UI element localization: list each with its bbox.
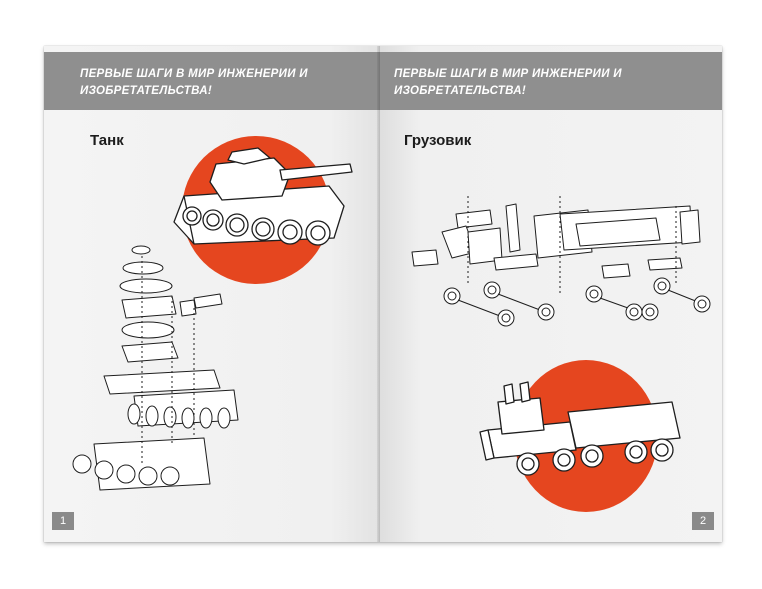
left-header-text: ПЕРВЫЕ ШАГИ В МИР ИНЖЕНЕРИИ И ИЗОБРЕТАТЕ… — [80, 68, 308, 97]
right-page: ПЕРВЫЕ ШАГИ В МИР ИНЖЕНЕРИИ И ИЗОБРЕТАТЕ… — [380, 46, 722, 542]
right-header-text: ПЕРВЫЕ ШАГИ В МИР ИНЖЕНЕРИИ И ИЗОБРЕТАТЕ… — [394, 68, 622, 97]
tank-illustration — [72, 136, 353, 491]
truck-title: Грузовик — [404, 132, 472, 149]
exploded-tank — [72, 245, 239, 491]
right-header-banner: ПЕРВЫЕ ШАГИ В МИР ИНЖЕНЕРИИ И ИЗОБРЕТАТЕ… — [380, 52, 722, 110]
assembled-tank — [173, 147, 353, 246]
tank-title: Танк — [90, 132, 124, 149]
left-header-banner: ПЕРВЫЕ ШАГИ В МИР ИНЖЕНЕРИИ И ИЗОБРЕТАТЕ… — [44, 52, 380, 110]
open-booklet: ПЕРВЫЕ ШАГИ В МИР ИНЖЕНЕРИИ И ИЗОБРЕТАТЕ… — [44, 46, 722, 542]
page-number-2: 2 — [692, 512, 714, 530]
assembled-truck — [479, 381, 681, 476]
left-page: ПЕРВЫЕ ШАГИ В МИР ИНЖЕНЕРИИ И ИЗОБРЕТАТЕ… — [44, 46, 380, 542]
exploded-truck — [411, 196, 711, 327]
page-number-1: 1 — [52, 512, 74, 530]
truck-illustration — [411, 196, 711, 512]
